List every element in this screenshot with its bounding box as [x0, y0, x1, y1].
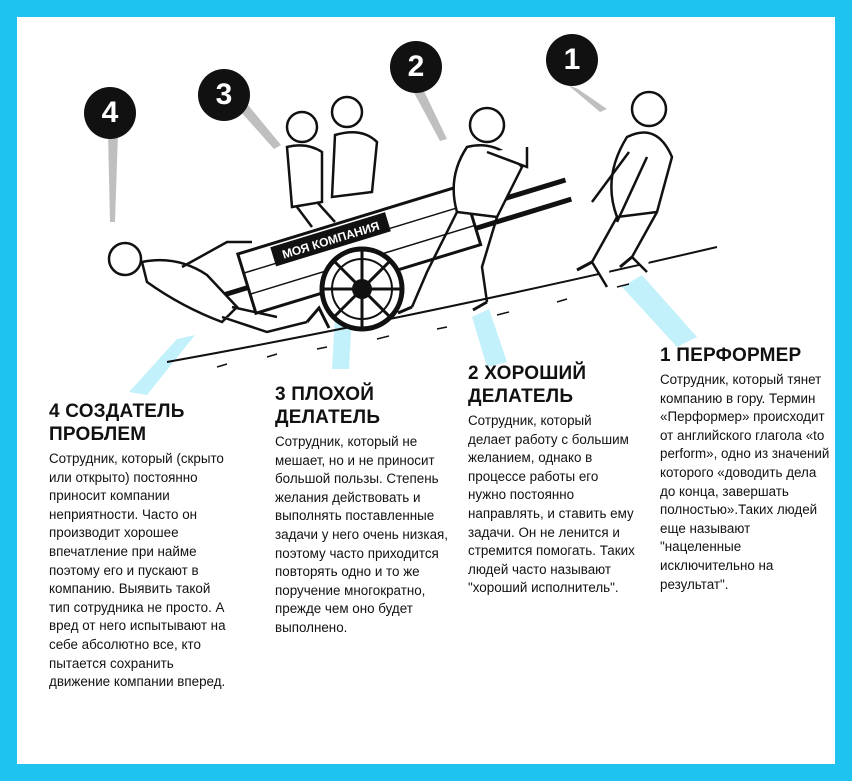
block-performer: 1 ПЕРФОРМЕР Сотрудник, который тянет ком… — [660, 344, 832, 594]
infographic-frame: МОЯ КОМПАНИЯ — [17, 17, 835, 764]
good-doer-text: Сотрудник, который делает работу с больш… — [468, 413, 635, 596]
badge-2: 2 — [390, 41, 442, 93]
block-good-doer: 2 ХОРОШИЙ ДЕЛАТЕЛЬ Сотрудник, который де… — [468, 362, 636, 598]
block-problem-maker: 4 СОЗДАТЕЛЬ ПРОБЛЕМ Сотрудник, который (… — [49, 400, 227, 692]
block-bad-doer: 3 ПЛОХОЙ ДЕЛАТЕЛЬ Сотрудник, который не … — [275, 383, 455, 638]
hill-slope — [166, 246, 718, 363]
badge1-pointer — [568, 85, 607, 112]
figure-problem-maker — [107, 240, 331, 334]
problem-maker-text: Сотрудник, который (скрыто или открыто) … — [49, 451, 226, 690]
performer-title: 1 ПЕРФОРМЕР — [660, 345, 802, 366]
beam-4 — [129, 335, 195, 395]
bad-doer-text: Сотрудник, который не мешает, но и не пр… — [275, 434, 448, 635]
badge-4: 4 — [84, 87, 136, 139]
cart-illustration: МОЯ КОМПАНИЯ — [107, 85, 718, 395]
figure-good-doer — [397, 106, 529, 315]
badge4-pointer — [108, 133, 118, 222]
cart-wheel — [319, 246, 405, 332]
badge-3: 3 — [198, 69, 250, 121]
figure-performer — [576, 90, 674, 288]
beam-2 — [472, 309, 507, 367]
figure-bad-doers — [285, 95, 379, 228]
badge3-pointer — [240, 105, 281, 149]
bad-doer-title: 3 ПЛОХОЙ ДЕЛАТЕЛЬ — [275, 384, 381, 428]
badge2-pointer — [412, 87, 447, 141]
performer-text: Сотрудник, который тянет компанию в гору… — [660, 372, 830, 592]
beam-1 — [622, 275, 697, 347]
good-doer-title: 2 ХОРОШИЙ ДЕЛАТЕЛЬ — [468, 363, 587, 407]
problem-maker-title: 4 СОЗДАТЕЛЬ ПРОБЛЕМ — [49, 401, 185, 445]
badge-1: 1 — [546, 34, 598, 86]
